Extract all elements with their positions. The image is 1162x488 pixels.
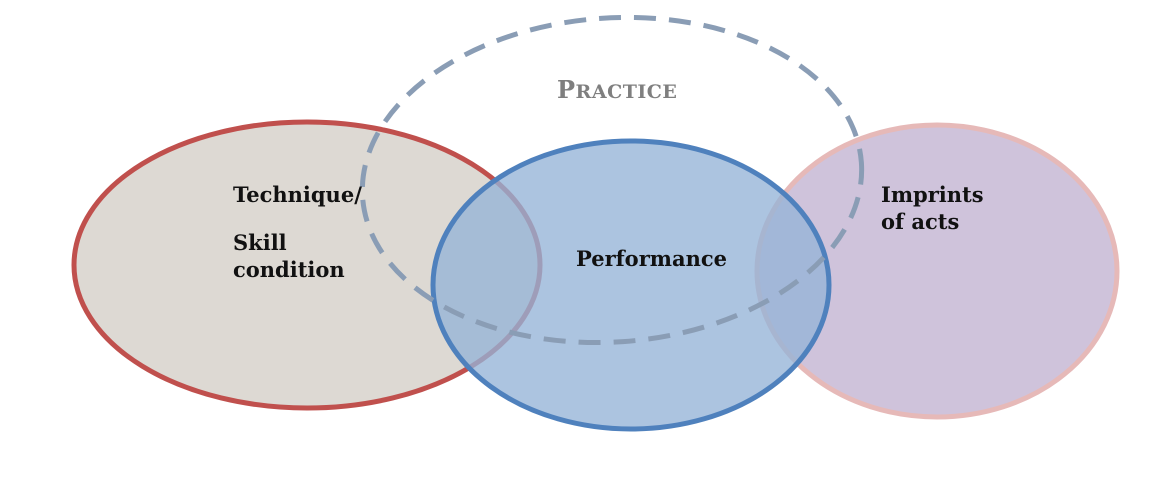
skill-label: Skill bbox=[233, 230, 287, 255]
imprints-label: Imprints bbox=[881, 182, 984, 207]
of-acts-label: of acts bbox=[881, 209, 959, 234]
practice-title: PRACTICE bbox=[557, 75, 677, 104]
performance-ellipse bbox=[430, 138, 832, 432]
practice-title-rest: RACTICE bbox=[576, 81, 678, 103]
technique-label: Technique/ bbox=[233, 182, 362, 207]
practice-title-initial: P bbox=[557, 75, 576, 104]
practice-ellipse bbox=[359, 14, 865, 346]
condition-label: condition bbox=[233, 257, 345, 282]
performance-label: Performance bbox=[576, 246, 727, 271]
